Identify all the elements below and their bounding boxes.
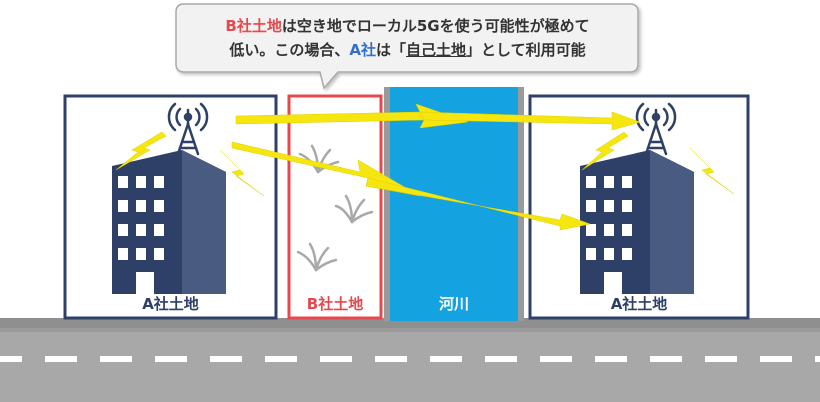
grass-icon [296,144,374,272]
lot-b-label: B社土地 [306,295,364,313]
river-label: 河川 [438,295,469,313]
lot-b [287,94,383,320]
callout-line-1: B社土地は空き地でローカル5Gを使う可能性が極めて [225,14,589,38]
callout-a-company-highlight: A社 [349,41,377,59]
building-left [112,150,226,294]
antenna-tower-left-icon [167,102,209,156]
callout-b-lot-highlight: B社土地 [225,17,282,35]
callout-line-2-post: 」として利用可能 [466,41,586,59]
callout-text: B社土地は空き地でローカル5Gを使う可能性が極めて 低い。この場合、A社は「自己… [175,5,640,71]
antenna-tower-right-icon [635,102,677,156]
callout-line-2-pre: 低い。この場合、 [229,41,350,59]
callout-line-2-mid: は「 [376,41,407,59]
lightning-signal-icon [115,103,735,231]
road [0,318,820,402]
road-lane-markings [0,356,820,362]
building-right [580,150,694,294]
callout-own-land-underlined: 自己土地 [406,41,467,59]
callout-line-1-rest: は空き地でローカル5Gを使う可能性が極めて [281,17,590,35]
river [384,87,524,321]
lot-a-left-label: A社土地 [142,295,199,313]
lot-a-right-label: A社土地 [610,295,668,313]
callout-bubble [175,3,639,90]
callout-line-2: 低い。この場合、A社は「自己土地」として利用可能 [229,38,585,62]
